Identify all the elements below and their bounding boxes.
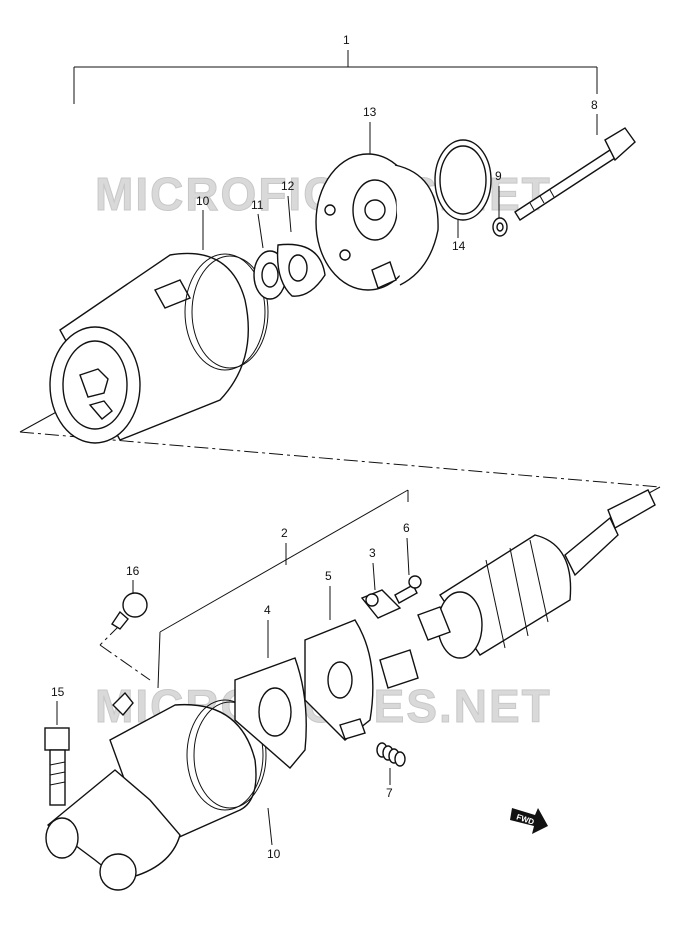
- part-6-screw: [394, 575, 422, 604]
- part-13-end-frame: [315, 153, 439, 291]
- callout-12: 12: [281, 179, 295, 193]
- part-16-screw: [111, 592, 148, 630]
- part-10-yoke-housing: [49, 252, 269, 444]
- callout-5: 5: [325, 569, 332, 583]
- callout-9: 9: [495, 169, 502, 183]
- callout-4: 4: [264, 603, 271, 617]
- callout-1: 1: [343, 33, 350, 47]
- part-8-through-bolt: [514, 127, 636, 221]
- callout-14: 14: [452, 239, 466, 253]
- part-5-brush-holder: [304, 619, 419, 741]
- callout-2: 2: [281, 526, 288, 540]
- callout-7: 7: [386, 786, 393, 800]
- callout-11: 11: [251, 198, 264, 212]
- callout-16: 16: [126, 564, 140, 578]
- part-15-bolt: [44, 727, 70, 806]
- part-armature: [417, 489, 656, 659]
- callout-6: 6: [403, 521, 410, 535]
- callout-3: 3: [369, 546, 376, 560]
- callout-10-top: 10: [196, 194, 210, 208]
- fwd-arrow-icon: FWD: [510, 808, 548, 834]
- callout-15: 15: [51, 685, 65, 699]
- part-3-brush: [360, 589, 402, 619]
- callout-13: 13: [363, 105, 377, 119]
- part-14-o-ring: [434, 139, 492, 221]
- part-10-bottom-housing: [45, 691, 267, 891]
- part-9-washer: [492, 217, 508, 237]
- callout-8: 8: [591, 98, 598, 112]
- part-12-plate: [276, 243, 326, 297]
- center-lines: [19, 409, 661, 681]
- part-7-spring: [376, 742, 406, 767]
- callout-10-bottom: 10: [267, 847, 281, 861]
- part-4-brush-plate: [234, 657, 307, 769]
